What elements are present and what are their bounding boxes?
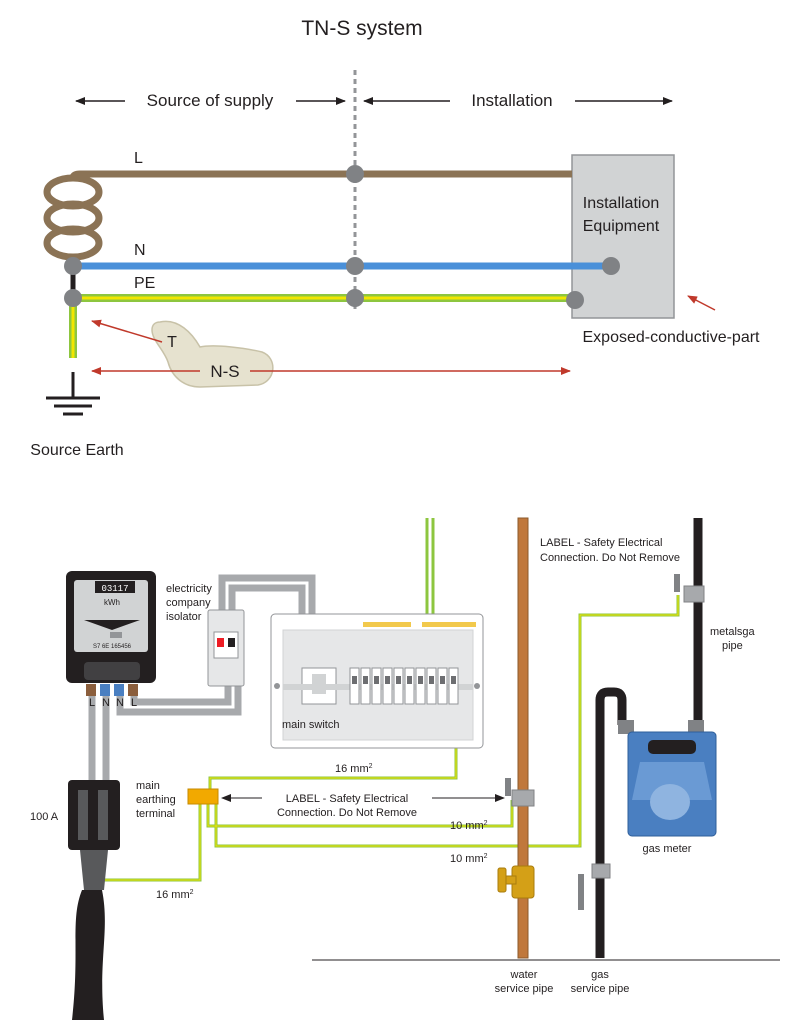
mcb <box>448 667 459 705</box>
T-arrow <box>91 319 163 343</box>
mcb-toggle <box>418 676 423 684</box>
earth-symbol <box>46 372 100 416</box>
water-clamp <box>511 789 535 807</box>
exposed-part-arrow <box>687 295 716 311</box>
mcb <box>360 667 371 705</box>
mcb <box>393 667 404 705</box>
terminal-L2: L <box>131 697 137 709</box>
size-16-bottom: 16 mm2 <box>156 889 194 901</box>
size-10-water: 10 mm2 <box>450 820 488 832</box>
water-pipe-label-2: service pipe <box>495 983 554 995</box>
installation-header: Installation <box>363 91 673 110</box>
meter-digits: 03117 <box>101 584 128 594</box>
size-10-gas: 10 mm2 <box>450 853 488 865</box>
center-label-1: LABEL - Safety Electrical <box>286 793 408 805</box>
equipment-label-line1: Installation <box>583 195 660 212</box>
mcb <box>371 667 382 705</box>
installation-label: Installation <box>471 91 552 110</box>
conductor-N-label: N <box>134 242 146 259</box>
metal-gas-pipe-label-2: pipe <box>722 640 743 652</box>
source-of-supply-header: Source of supply <box>75 91 346 110</box>
top-label-2: Connection. Do Not Remove <box>540 552 680 564</box>
main-switch-label: main switch <box>282 719 339 731</box>
conductor-L-label: L <box>134 150 143 167</box>
source-of-supply-label: Source of supply <box>147 91 274 110</box>
fuse-rating-label: 100 A <box>30 811 59 823</box>
mcb <box>349 667 360 705</box>
size-16-top: 16 mm2 <box>335 763 373 775</box>
installation-equipment-box <box>571 154 675 319</box>
mcb-toggle <box>451 676 456 684</box>
exposed-part-label: Exposed-conductive-part <box>583 329 761 346</box>
gas-pipes <box>595 518 703 958</box>
mcb-toggle <box>385 676 390 684</box>
center-label-2: Connection. Do Not Remove <box>277 807 417 819</box>
mcb-toggle <box>407 676 412 684</box>
gas-valve <box>591 863 611 879</box>
equipment-label-line2: Equipment <box>583 218 660 235</box>
mcb-row <box>349 667 459 705</box>
mcb <box>426 667 437 705</box>
water-service-pipe <box>517 517 529 959</box>
meter-serial: S7 6E 165456 <box>93 644 132 650</box>
metal-gas-pipe-label-1: metalsga <box>710 626 756 638</box>
met-label-1: main <box>136 780 160 792</box>
met-label-2: earthing <box>136 794 176 806</box>
water-pipe-label-1: water <box>510 969 538 981</box>
connection-nodes <box>64 165 620 309</box>
isolator-label-2: company <box>166 597 211 609</box>
isolator-label-3: isolator <box>166 611 202 623</box>
met-label-3: terminal <box>136 808 175 820</box>
diagram-title: TN-S system <box>301 17 422 40</box>
gas-clamp <box>683 585 705 603</box>
terminal-N2: N <box>116 697 124 709</box>
top-label-1: LABEL - Safety Electrical <box>540 537 662 549</box>
service-head-fuse <box>68 780 120 1020</box>
mcb-toggle <box>396 676 401 684</box>
gas-pipe-label-2: service pipe <box>571 983 630 995</box>
terminal-N1: N <box>102 697 110 709</box>
mcb <box>382 667 393 705</box>
mcb <box>437 667 448 705</box>
gas-meter <box>618 720 717 837</box>
main-earthing-terminal <box>187 788 219 805</box>
transformer-coil <box>43 170 570 261</box>
T-label: T <box>167 334 177 351</box>
isolator-label-1: electricity <box>166 583 212 595</box>
gas-meter-label: gas meter <box>643 843 692 855</box>
mcb <box>404 667 415 705</box>
conductor-PE-label: PE <box>134 275 155 292</box>
mcb-toggle <box>363 676 368 684</box>
mcb-toggle <box>440 676 445 684</box>
mcb-toggle <box>352 676 357 684</box>
company-isolator <box>207 609 245 687</box>
mcb-toggle <box>429 676 434 684</box>
terminal-L1: L <box>89 697 95 709</box>
electricity-meter <box>66 571 156 696</box>
NS-label: N-S <box>210 362 239 381</box>
source-earth-label: Source Earth <box>30 442 123 459</box>
mcb-toggle <box>374 676 379 684</box>
mcb <box>415 667 426 705</box>
gas-pipe-label-1: gas <box>591 969 609 981</box>
meter-unit: kWh <box>104 598 120 607</box>
stop-valve <box>497 865 535 899</box>
